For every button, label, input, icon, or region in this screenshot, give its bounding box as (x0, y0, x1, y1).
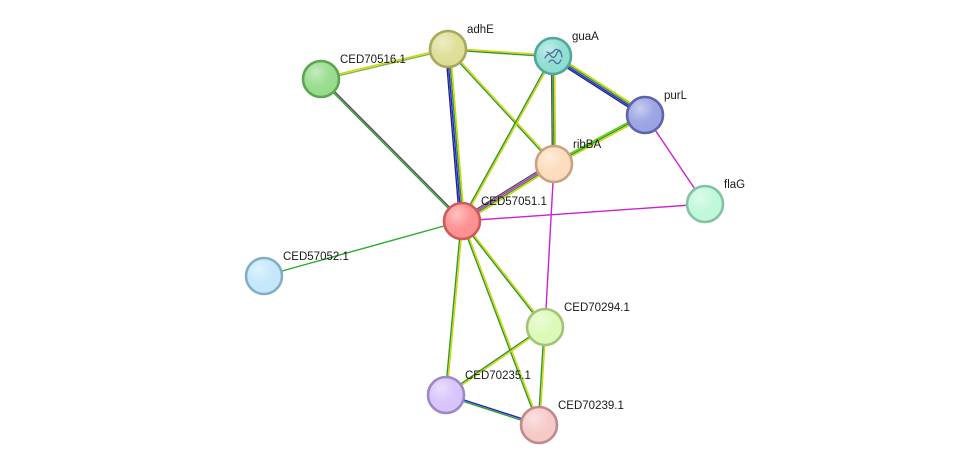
edge-strand (444, 220, 462, 396)
node-highlight (688, 187, 722, 221)
structure-ribbon (544, 48, 563, 65)
edge-strand (460, 220, 546, 329)
edge-strand (263, 220, 463, 277)
labels-layer: CED57051.1 adhE guaA purL CED70516.1 ribBA fla… (283, 24, 745, 412)
edge-ced57052-1-ced57051-1[interactable] (263, 220, 463, 277)
edge-adhe-ribba[interactable] (446, 47, 556, 166)
edge-guaa-ced57051-1[interactable] (460, 54, 555, 223)
edge-strand (462, 220, 541, 426)
node-label-ced70516-1: CED70516.1 (340, 54, 406, 66)
edge-strand (445, 326, 547, 397)
node-label-ced70239-1: CED70239.1 (558, 400, 624, 412)
edge-strand (446, 48, 555, 166)
edge-strand (320, 49, 449, 81)
node-label-adhe: adhE (467, 24, 494, 36)
edge-ribba-ced70294-1[interactable] (544, 163, 555, 328)
node-highlight (536, 39, 570, 73)
edge-ced57051-1-ced70235-1[interactable] (444, 220, 464, 396)
edge-strand (447, 47, 556, 165)
node-ced57052-1[interactable] (244, 256, 284, 296)
node-flag[interactable] (685, 184, 725, 224)
node-highlight (304, 62, 338, 96)
node-ced57051-1[interactable] (442, 201, 482, 241)
edge-strand (444, 48, 461, 222)
edge-ced70294-1-ced70235-1[interactable] (444, 325, 547, 397)
edge-flag-ced57051-1[interactable] (461, 203, 706, 222)
node-guaa[interactable] (533, 36, 573, 76)
node-highlight (528, 310, 562, 344)
edge-adhe-ced57051-1[interactable] (444, 48, 466, 222)
node-label-ced57051-1: CED57051.1 (481, 196, 547, 208)
edge-strand (449, 48, 466, 222)
edge-strand (446, 220, 464, 396)
edge-ced70516-1-adhe[interactable] (320, 47, 449, 81)
node-adhe[interactable] (428, 29, 468, 69)
node-label-flag: flaG (724, 179, 745, 191)
edge-strand (461, 219, 547, 328)
node-label-guaa: guaA (572, 31, 599, 43)
node-label-ribba: ribBA (573, 139, 601, 151)
edge-strand (444, 325, 546, 396)
node-ced70294-1[interactable] (525, 307, 565, 347)
node-ced70235-1[interactable] (426, 375, 466, 415)
node-ribba[interactable] (534, 144, 574, 184)
node-label-ced70235-1: CED70235.1 (465, 370, 531, 382)
node-purl[interactable] (625, 95, 665, 135)
edge-strand (446, 48, 462, 222)
node-label-ced70294-1: CED70294.1 (564, 302, 630, 314)
edge-ced70516-1-ced57051-1[interactable] (319, 77, 464, 223)
edge-ced57051-1-ced70294-1[interactable] (460, 219, 547, 329)
node-label-ced57052-1: CED57052.1 (283, 251, 349, 263)
node-highlight (537, 147, 571, 181)
node-highlight (522, 408, 556, 442)
edge-ced57051-1-ced70239-1[interactable] (460, 220, 541, 426)
edge-strand (460, 220, 539, 426)
edge-strand (544, 163, 555, 328)
edge-strand (320, 47, 449, 79)
node-ced70239-1[interactable] (519, 405, 559, 445)
edge-strand (448, 48, 464, 222)
protein-structure-icon (544, 48, 563, 65)
edge-strand (461, 203, 706, 222)
edge-strand (320, 77, 464, 222)
node-label-purl: purL (664, 90, 688, 102)
node-highlight (628, 98, 662, 132)
node-ced70516-1[interactable] (301, 59, 341, 99)
edge-strand (319, 78, 463, 223)
edge-strand (460, 54, 553, 222)
node-highlight (431, 32, 465, 66)
edge-strand (462, 55, 555, 223)
node-highlight (247, 259, 281, 293)
node-highlight (429, 378, 463, 412)
nodes-layer (244, 29, 725, 445)
node-highlight (445, 204, 479, 238)
